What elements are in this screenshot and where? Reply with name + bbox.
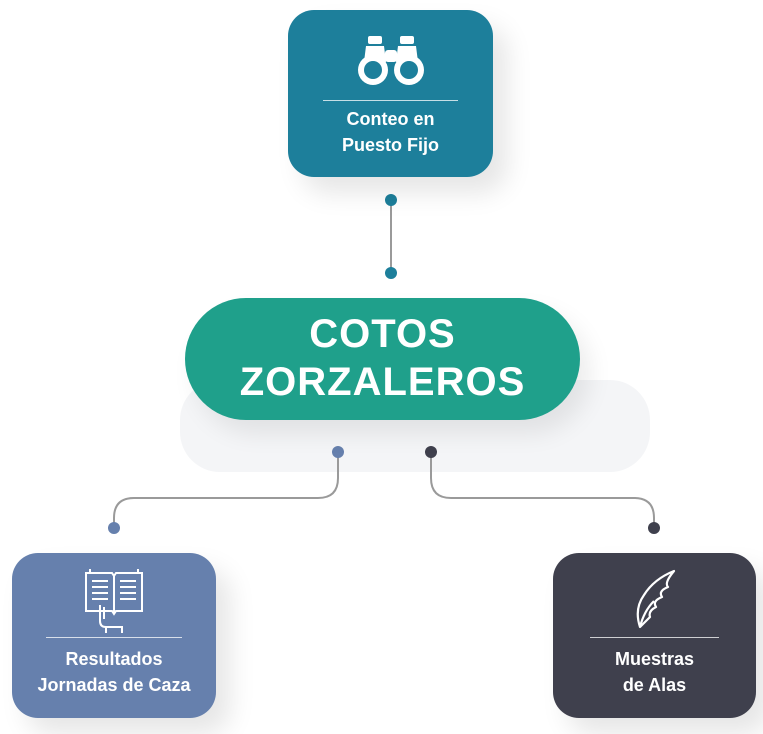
wing-icon [636, 569, 675, 629]
connector-right [430, 452, 655, 528]
node-muestras-de-alas: Muestras de Alas [553, 553, 756, 718]
connector-dot [108, 522, 120, 534]
node-label-line1: Resultados [65, 649, 163, 669]
node-label-line2: de Alas [622, 675, 687, 695]
node-resultados-jornadas-caza: Resultados Jornadas de Caza [12, 553, 216, 718]
node-label-line1: Muestras [614, 649, 695, 669]
node-label-line2: Puesto Fijo [341, 135, 439, 155]
divider [590, 637, 719, 638]
node-conteo-puesto-fijo: Conteo en Puesto Fijo [288, 10, 493, 177]
book-in-hand-icon [85, 569, 143, 633]
connector-left [113, 452, 339, 528]
divider [46, 637, 182, 638]
connector-dot [648, 522, 660, 534]
divider [323, 100, 458, 101]
center-node-cotos-zorzaleros: COTOS ZORZALEROS [185, 298, 580, 420]
connector-dot [332, 446, 344, 458]
binoculars-icon [357, 36, 424, 85]
connector-dot [385, 194, 397, 206]
connector-dot [385, 267, 397, 279]
node-label-line2: Jornadas de Caza [37, 675, 191, 695]
center-title-line2: ZORZALEROS [239, 360, 526, 404]
node-label-line1: Conteo en [346, 109, 435, 129]
connector-dot [425, 446, 437, 458]
center-title-line1: COTOS [309, 312, 456, 356]
